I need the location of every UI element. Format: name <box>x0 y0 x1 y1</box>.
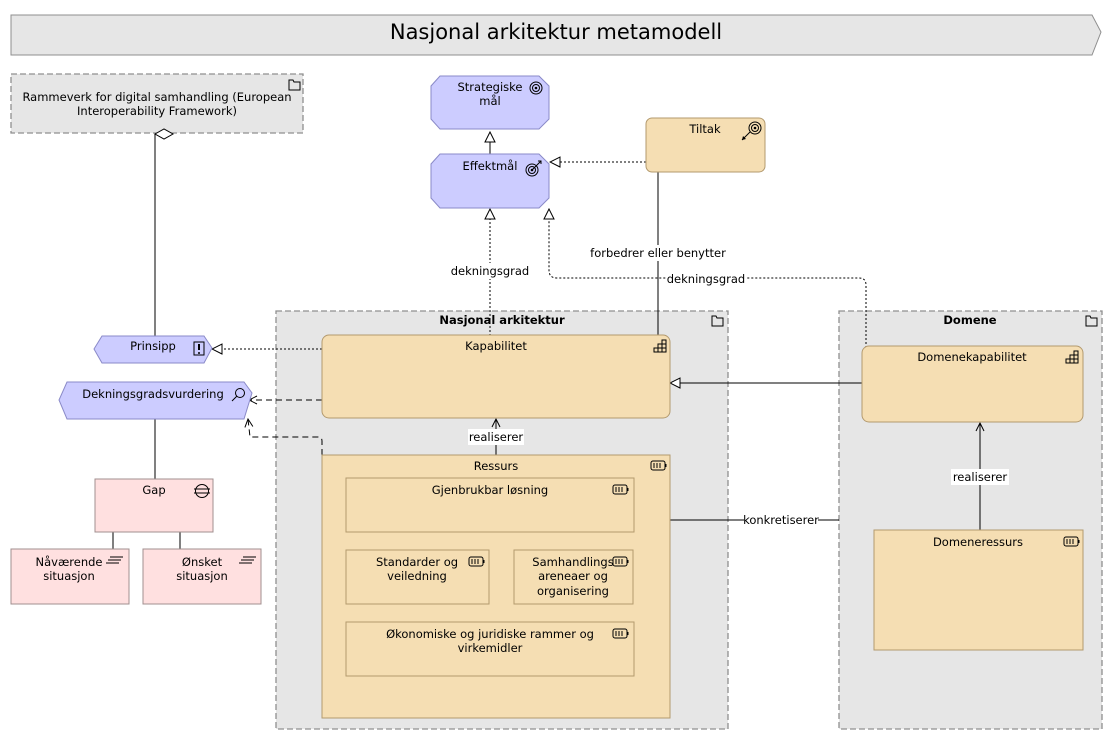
samhandlings-line2: areneaer og <box>538 569 608 583</box>
onsket-line2: situasjon <box>176 569 228 583</box>
element-onsket-situasjon[interactable]: Ønsket situasjon <box>142 548 262 605</box>
ressurs-label: Ressurs <box>474 459 519 473</box>
relation-ressurs-vurdering[interactable] <box>248 419 323 455</box>
resource-icon <box>612 484 629 495</box>
label-forbedrer: forbedrer eller benytter <box>590 246 726 260</box>
resource-icon <box>650 460 667 471</box>
dekningsgradsvurdering-label: Dekningsgradsvurdering <box>82 387 224 401</box>
element-strategiske-mal[interactable]: Strategiske mål <box>430 75 550 130</box>
label-realiserer-1: realiserer <box>469 430 524 444</box>
target-icon <box>529 81 543 95</box>
resource-icon <box>1063 536 1080 547</box>
element-navaerende-situasjon[interactable]: Nåværende situasjon <box>10 548 130 605</box>
resource-icon <box>468 556 485 567</box>
prinsipp-label: Prinsipp <box>130 339 176 353</box>
folder-icon <box>1085 315 1098 327</box>
element-tiltak[interactable]: Tiltak <box>645 117 766 173</box>
domeneressurs-label: Domeneressurs <box>933 535 1023 549</box>
capability-icon <box>653 339 667 353</box>
label-realiserer-2: realiserer <box>953 470 1008 484</box>
effektmal-label: Effektmål <box>463 159 518 173</box>
group-eif[interactable]: Rammeverk for digital samhandling (Europ… <box>10 73 304 134</box>
element-domeneressurs[interactable]: Domeneressurs <box>873 529 1084 651</box>
standarder-line2: veiledning <box>387 569 447 583</box>
tiltak-label: Tiltak <box>688 122 721 136</box>
label-konkretiserer: konkretiserer <box>743 513 819 527</box>
element-dekningsgradsvurdering[interactable]: Dekningsgradsvurdering <box>58 381 253 420</box>
strategiske-mal-line2: mål <box>479 94 500 108</box>
resource-icon <box>612 556 629 567</box>
strategiske-mal-line1: Strategiske <box>458 80 523 94</box>
gjenbrukbar-label: Gjenbrukbar løsning <box>432 483 548 497</box>
kapabilitet-label: Kapabilitet <box>465 339 527 353</box>
goal-action-icon <box>741 121 762 141</box>
onsket-line1: Ønsket <box>182 555 223 569</box>
relation-labels: forbedrer eller benytter dekningsgrad de… <box>450 245 1009 528</box>
element-effektmal[interactable]: Effektmål <box>430 153 550 209</box>
target-outcome-icon <box>525 160 542 177</box>
domenekapabilitet-label: Domenekapabilitet <box>917 350 1027 364</box>
element-okonomiske-rammer[interactable]: Økonomiske og juridiske rammer og virkem… <box>345 621 635 677</box>
deliverable-icon <box>239 556 256 564</box>
principle-icon <box>193 341 205 356</box>
capability-icon <box>1065 350 1079 364</box>
gap-label: Gap <box>142 483 165 497</box>
label-dekningsgrad-1: dekningsgrad <box>451 264 529 278</box>
element-kapabilitet[interactable]: Kapabilitet <box>321 334 671 419</box>
resource-icon <box>612 628 629 639</box>
group-eif-label-line2: Interoperability Framework) <box>77 104 237 118</box>
group-domene-label: Domene <box>943 313 996 327</box>
deliverable-icon <box>106 556 123 564</box>
gap-icon <box>194 484 210 498</box>
navaerende-line2: situasjon <box>43 569 95 583</box>
label-dekningsgrad-2: dekningsgrad <box>667 272 745 286</box>
folder-icon <box>711 315 724 327</box>
element-prinsipp[interactable]: Prinsipp <box>93 335 213 364</box>
element-gjenbrukbar-losning[interactable]: Gjenbrukbar løsning <box>345 477 635 533</box>
folder-icon <box>288 79 301 91</box>
element-domenekapabilitet[interactable]: Domenekapabilitet <box>861 345 1084 423</box>
group-nasjonal-label: Nasjonal arkitektur <box>439 313 565 327</box>
title-banner: Nasjonal arkitektur metamodell <box>10 14 1102 56</box>
element-standarder-og-veiledning[interactable]: Standarder og veiledning <box>345 549 490 605</box>
standarder-line1: Standarder og <box>376 555 458 569</box>
group-eif-label-line1: Rammeverk for digital samhandling (Europ… <box>22 90 291 104</box>
okonomiske-line2: virkemidler <box>458 641 523 655</box>
element-samhandlings-arenaer[interactable]: Samhandlings areneaer og organisering <box>513 549 634 605</box>
element-gap[interactable]: Gap <box>94 478 214 533</box>
magnifier-icon <box>231 388 245 402</box>
okonomiske-line1: Økonomiske og juridiske rammer og <box>386 627 594 641</box>
samhandlings-line1: Samhandlings <box>532 555 613 569</box>
navaerende-line1: Nåværende <box>36 555 103 569</box>
page-title: Nasjonal arkitektur metamodell <box>390 20 722 44</box>
samhandlings-line3: organisering <box>537 584 609 598</box>
